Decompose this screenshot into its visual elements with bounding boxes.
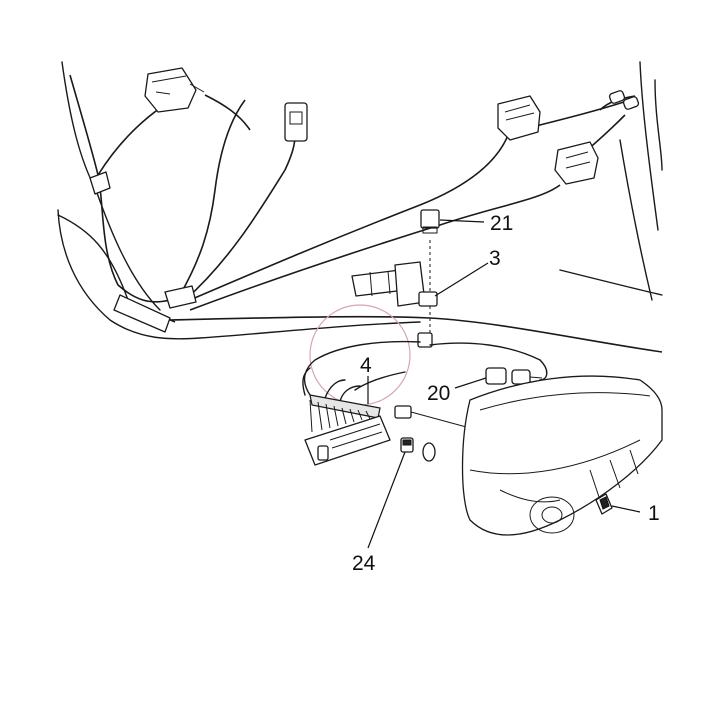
fuse-part-24 (400, 437, 436, 462)
top-left-connector (144, 67, 205, 113)
right-connector (554, 141, 599, 185)
top-mid-connector (284, 102, 308, 142)
callout-24: 24 (352, 552, 376, 575)
relay-part-21 (420, 209, 440, 234)
reflector-part-1 (595, 493, 613, 515)
callout-leaders (367, 219, 641, 549)
callout-3: 3 (489, 247, 501, 270)
right-plug-pair (608, 90, 640, 110)
fuse-box-part-4 (302, 340, 421, 466)
frame-outline (57, 61, 663, 340)
relay-bracket-assembly (351, 240, 438, 348)
callout-1: 1 (648, 502, 660, 525)
callout-21: 21 (490, 212, 513, 235)
connector-part-20 (429, 342, 548, 385)
callout-20: 20 (427, 382, 450, 405)
lamp-housing (461, 375, 663, 536)
callout-4: 4 (360, 354, 372, 377)
harness-sleeves (89, 171, 197, 333)
small-fuse-connector (394, 405, 471, 429)
main-harness (69, 74, 663, 353)
top-right-connector (497, 95, 541, 141)
